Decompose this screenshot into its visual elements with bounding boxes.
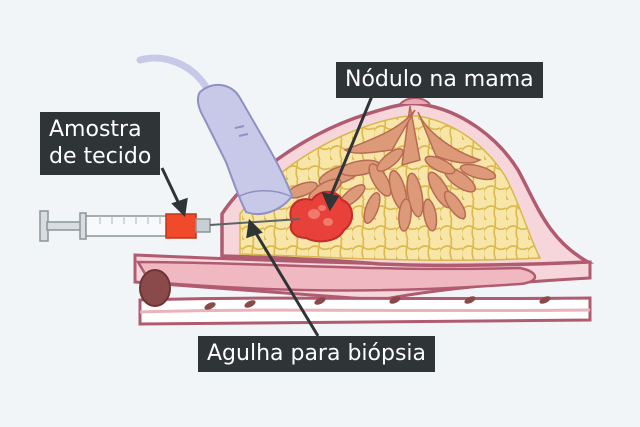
needle-label: Agulha para biópsia [198, 336, 436, 372]
mammary-glands [286, 105, 497, 232]
tissue-sample-label-line1: Amostra [49, 117, 142, 142]
nodule [289, 190, 353, 243]
rib-cross-section [139, 269, 171, 307]
ultrasound-probe-icon [136, 54, 294, 215]
tissue-sample-chamber [165, 213, 197, 239]
rib-marks [204, 296, 551, 310]
tissue-sample-label-line2: de tecido [49, 144, 152, 169]
muscle-layer [135, 260, 537, 292]
syringe-icon [39, 210, 301, 242]
nodule-label: Nódulo na mama [336, 62, 543, 98]
tissue-sample-label: Amostra de tecido [40, 112, 161, 175]
nipple [399, 97, 431, 105]
leader-lines [160, 95, 374, 337]
biopsy-needle [209, 218, 301, 226]
